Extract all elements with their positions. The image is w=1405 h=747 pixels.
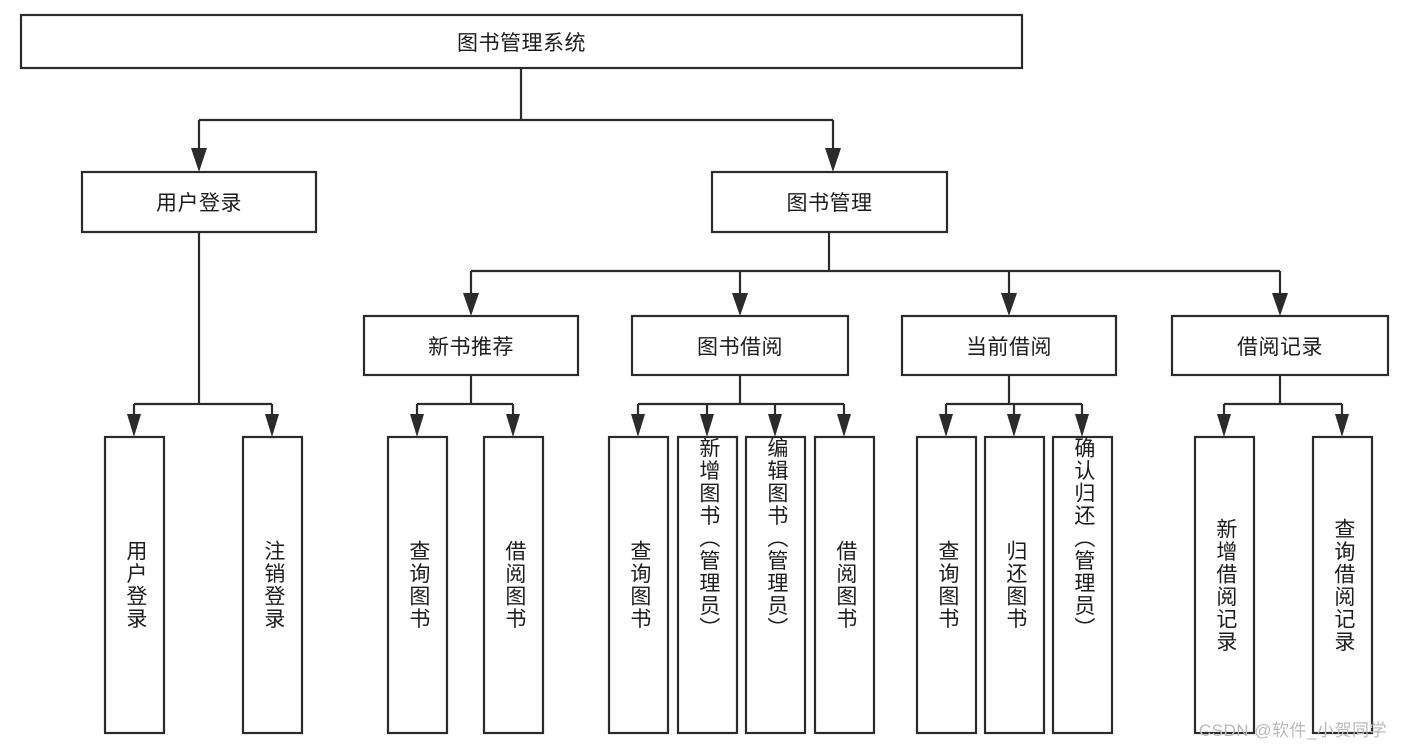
leaf-box-add-borrow-record[interactable] xyxy=(1193,435,1256,735)
node-new-book-recommend-box[interactable] xyxy=(362,314,580,377)
connector-currentborrow-to-leaves xyxy=(939,375,1089,437)
arrow-head-leaf-edit-book xyxy=(768,414,782,437)
arrow-head-leaf-query-book-1 xyxy=(410,414,424,437)
arrow-head-current-borrow xyxy=(1001,293,1017,316)
leaf-box-return-book[interactable] xyxy=(983,435,1046,735)
connector-newbook-to-leaves xyxy=(410,375,520,437)
connector-root-to-level2 xyxy=(191,68,841,172)
node-user-login-box[interactable] xyxy=(80,170,318,234)
arrow-head-new-book-recommend xyxy=(463,293,479,316)
arrow-head-leaf-user-login xyxy=(127,414,141,437)
leaf-box-logout-login[interactable] xyxy=(241,435,304,735)
arrow-head-leaf-borrow-book-2 xyxy=(837,414,851,437)
arrow-head-leaf-query-borrow-record xyxy=(1335,414,1349,437)
leaf-box-borrow-book-1[interactable] xyxy=(482,435,545,735)
arrow-head-book-borrow xyxy=(732,293,748,316)
arrow-head-leaf-add-book xyxy=(700,414,714,437)
node-root-box[interactable] xyxy=(19,13,1024,70)
node-current-borrow-box[interactable] xyxy=(900,314,1118,377)
arrow-head-book-management xyxy=(825,148,841,172)
leaf-box-confirm-return-admin[interactable] xyxy=(1051,435,1114,735)
arrow-head-borrow-record xyxy=(1272,293,1288,316)
node-book-borrow-box[interactable] xyxy=(630,314,850,377)
leaf-box-query-book-3[interactable] xyxy=(915,435,978,735)
leaf-box-query-book-1[interactable] xyxy=(386,435,449,735)
arrow-head-leaf-add-borrow-record xyxy=(1217,414,1231,437)
leaf-box-borrow-book-2[interactable] xyxy=(813,435,876,735)
leaf-box-user-login[interactable] xyxy=(103,435,166,735)
connector-borrowrecord-to-leaves xyxy=(1217,375,1349,437)
arrow-head-leaf-confirm-return xyxy=(1075,414,1089,437)
arrow-head-leaf-logout-login xyxy=(265,414,279,437)
leaf-box-edit-book-admin[interactable] xyxy=(744,435,807,735)
arrow-head-leaf-query-book-3 xyxy=(939,414,953,437)
arrow-head-leaf-borrow-book-1 xyxy=(506,414,520,437)
leaf-box-query-book-2[interactable] xyxy=(607,435,670,735)
arrow-head-leaf-query-book-2 xyxy=(631,414,645,437)
leaf-box-query-borrow-record[interactable] xyxy=(1311,435,1374,735)
node-borrow-record-box[interactable] xyxy=(1170,314,1390,377)
arrow-head-leaf-return-book xyxy=(1007,414,1021,437)
connector-bookborrow-to-leaves xyxy=(631,375,851,437)
connector-userlogin-to-leaves xyxy=(127,232,279,437)
arrow-head-user-login xyxy=(191,148,207,172)
connector-bookmgmt-to-level3 xyxy=(463,232,1288,316)
leaf-box-add-book-admin[interactable] xyxy=(676,435,739,735)
node-book-management-box[interactable] xyxy=(710,170,949,234)
